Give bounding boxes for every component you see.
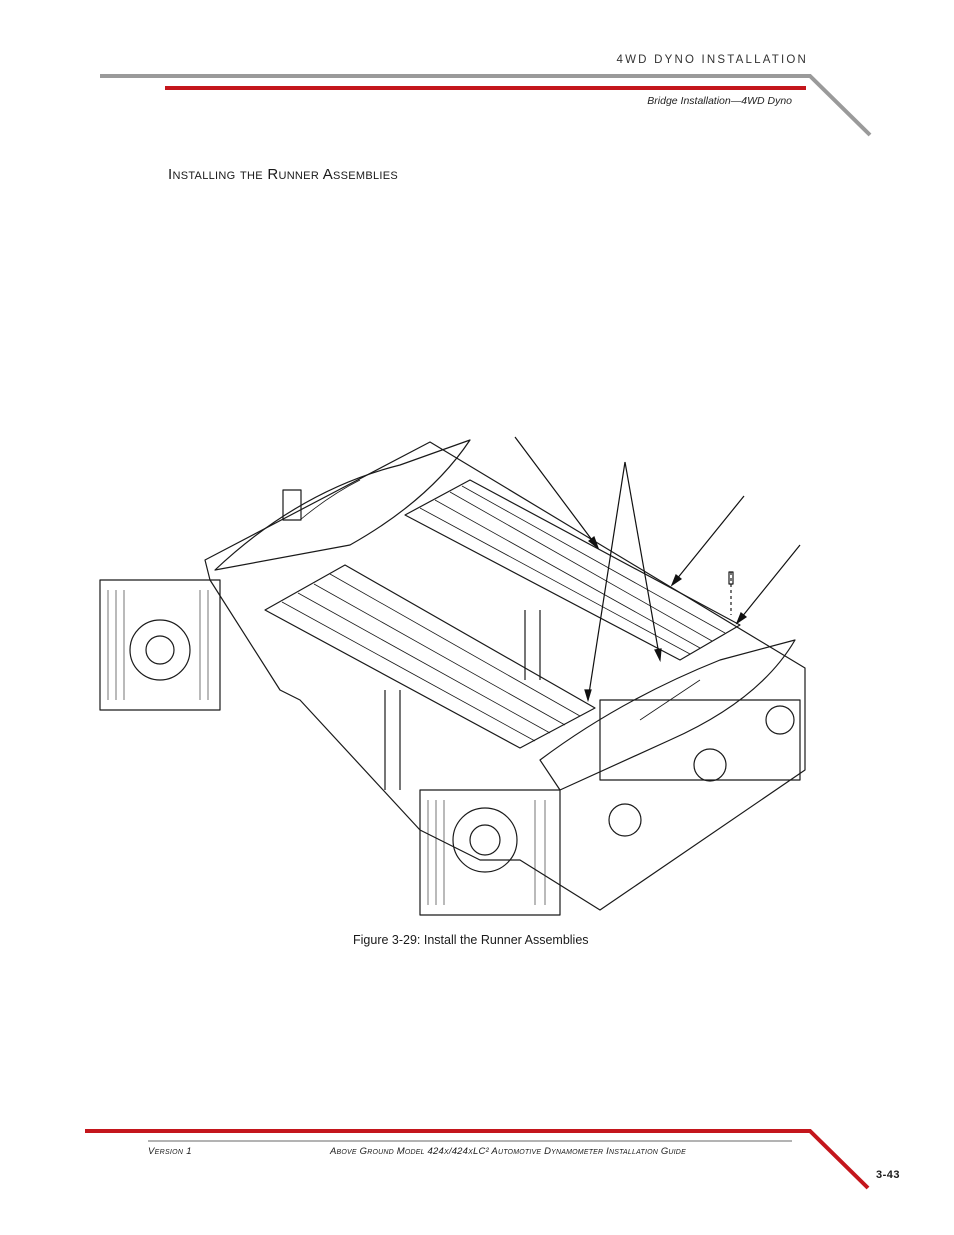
front-power-absorber	[419, 789, 561, 916]
callout-line-4	[736, 544, 801, 624]
lift-bracket	[282, 489, 302, 521]
chapter-title: 4WD DYNO INSTALLATION	[616, 54, 808, 66]
footer-title: Above Ground Model 424x/424xLC² Automoti…	[330, 1146, 686, 1157]
callout-arrow-2a	[584, 689, 592, 703]
rear-roll-set	[214, 439, 471, 571]
back-runner-assembly	[404, 479, 741, 661]
callout-arrow-1	[588, 536, 600, 550]
callout-line-2b	[624, 461, 661, 661]
callout-line-2a	[587, 461, 626, 701]
figure-caption: Figure 3-29: Install the Runner Assembli…	[353, 933, 589, 947]
callout-line-3	[671, 495, 745, 586]
front-roll-set	[539, 639, 796, 791]
frame-outline	[204, 441, 806, 911]
footer-version: Version 1	[148, 1146, 192, 1157]
callout-arrow-3	[670, 574, 683, 587]
callout-arrow-2b	[654, 648, 662, 663]
section-title: Bridge Installation—4WD Dyno	[647, 95, 792, 107]
section-heading: Installing the Runner Assemblies	[168, 166, 399, 183]
page-number: 3-43	[876, 1169, 901, 1181]
front-runner-assembly	[264, 564, 596, 749]
callout-line-1	[514, 436, 599, 549]
callout-arrow-4	[735, 612, 748, 625]
rear-power-absorber	[99, 579, 221, 711]
header-gray-rule	[100, 74, 872, 137]
footer-red-rule	[85, 1129, 870, 1190]
brake-equipment	[599, 699, 801, 781]
